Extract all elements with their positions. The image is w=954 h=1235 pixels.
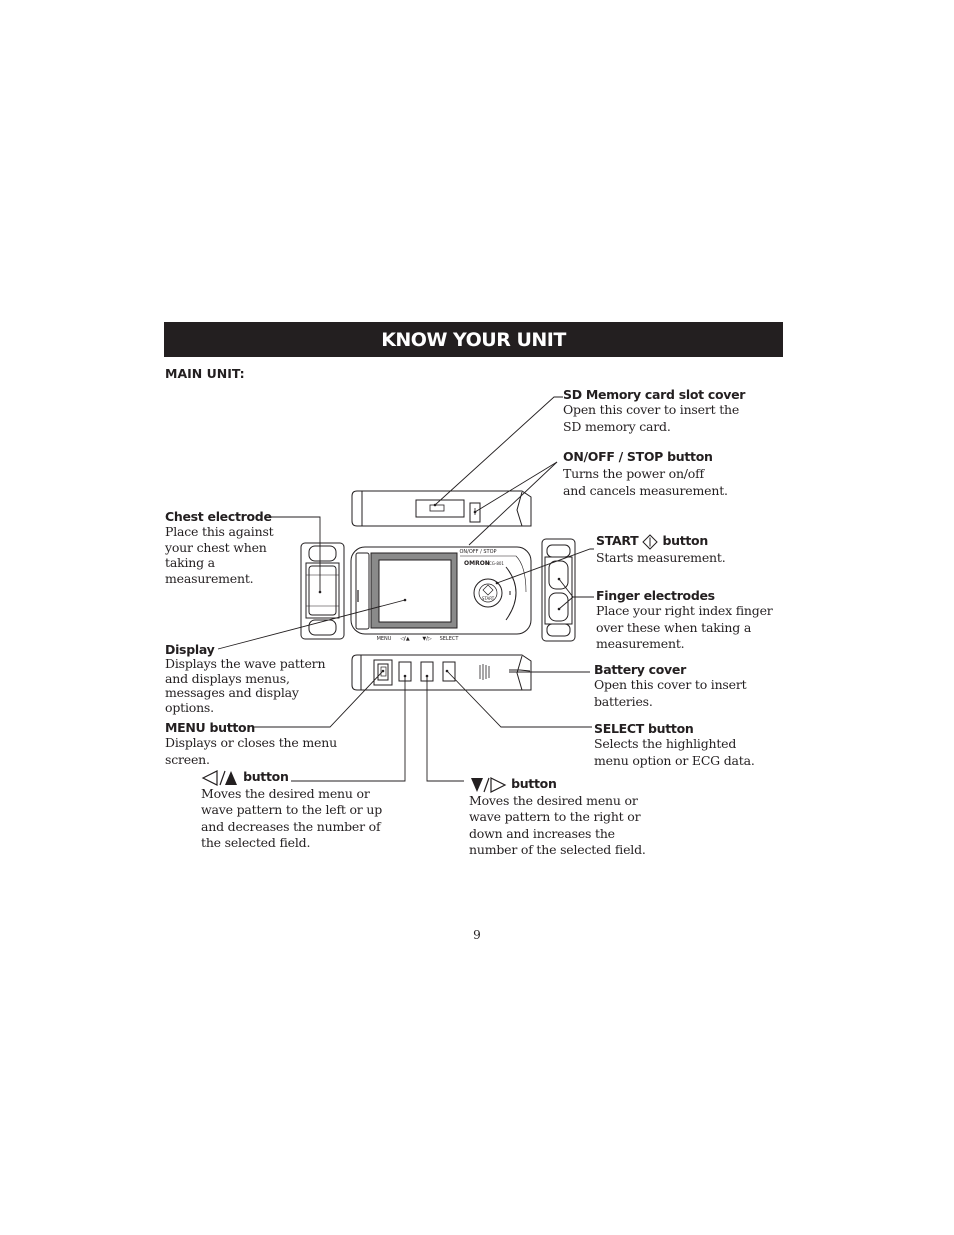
callout-desc: Place your right index finger over these… bbox=[596, 603, 773, 651]
device-model: HCG-801 bbox=[486, 561, 504, 566]
callout-desc: Displays the wave pattern and displays m… bbox=[165, 656, 326, 715]
front-view-device bbox=[350, 546, 532, 635]
callout-battery-cover: Battery cover Open this cover to insert … bbox=[594, 662, 794, 710]
display-screen bbox=[378, 559, 452, 623]
callout-desc: Starts measurement. bbox=[596, 549, 726, 565]
down-right-button-shape bbox=[420, 661, 434, 682]
select-button-shape bbox=[442, 661, 456, 682]
callout-desc: Moves the desired menu or wave pattern t… bbox=[469, 792, 646, 858]
start-title-suffix: button bbox=[662, 533, 708, 548]
callout-desc: Place this against your chest when takin… bbox=[165, 524, 274, 586]
callout-chest-electrode: Chest electrode Place this against your … bbox=[165, 509, 305, 586]
onoff-stop-button bbox=[469, 502, 481, 523]
callout-title: button bbox=[201, 769, 401, 786]
callout-desc: Turns the power on/off and cancels measu… bbox=[563, 466, 728, 498]
callout-desc: Open this cover to insert the SD memory … bbox=[563, 402, 740, 434]
left-up-arrow-icon bbox=[201, 769, 237, 786]
callout-title: Battery cover bbox=[594, 662, 686, 677]
start-leader bbox=[496, 548, 594, 584]
finger-leader-b bbox=[558, 596, 574, 610]
callout-display: Display Displays the wave pattern and di… bbox=[165, 642, 345, 715]
page-title-banner: KNOW YOUR UNIT bbox=[164, 322, 783, 357]
chest-electrode-side bbox=[300, 542, 345, 640]
callout-onoff-stop: ON/OFF / STOP button Turns the power on/… bbox=[563, 449, 733, 499]
device-menu-label: MENU bbox=[377, 636, 392, 642]
callout-desc: Open this cover to insert batteries. bbox=[594, 677, 747, 709]
section-label: MAIN UNIT: bbox=[165, 366, 245, 381]
device-select-label: SELECT bbox=[440, 636, 460, 642]
start-button bbox=[473, 578, 503, 608]
callout-desc: Moves the desired menu or wave pattern t… bbox=[201, 785, 382, 851]
callout-title: START button bbox=[596, 533, 796, 550]
device-start-label: START bbox=[482, 596, 495, 601]
start-title-text: START bbox=[596, 533, 639, 548]
select-leader bbox=[446, 670, 592, 728]
downright-title-suffix: button bbox=[511, 776, 557, 791]
top-view-device bbox=[351, 490, 532, 527]
battery-leader-stub bbox=[509, 669, 531, 672]
callout-menu-button: MENU button Displays or closes the menu … bbox=[165, 720, 375, 768]
bottom-view-device bbox=[351, 654, 532, 691]
downright-leader bbox=[426, 676, 464, 782]
device-leftup-label: ◁/▲ bbox=[400, 636, 410, 642]
callout-title: MENU button bbox=[165, 720, 255, 735]
callout-sd-card: SD Memory card slot cover Open this cove… bbox=[563, 387, 763, 435]
callout-down-right-button: button Moves the desired menu or wave pa… bbox=[469, 776, 669, 859]
left-up-button-shape bbox=[398, 661, 412, 682]
callout-finger-electrodes: Finger electrodes Place your right index… bbox=[596, 588, 796, 653]
callout-desc: Displays or closes the menu screen. bbox=[165, 735, 337, 767]
device-top-label: ON/OFF / STOP bbox=[459, 549, 496, 555]
sd-leader bbox=[434, 396, 563, 506]
finger-electrodes-side bbox=[541, 538, 576, 642]
device-brand: OMRON bbox=[464, 560, 490, 567]
callout-title: SD Memory card slot cover bbox=[563, 387, 746, 402]
sd-card-slot-cover bbox=[415, 499, 465, 518]
callout-title: SELECT button bbox=[594, 721, 694, 736]
leftup-title-suffix: button bbox=[243, 769, 289, 784]
callout-title: Finger electrodes bbox=[596, 588, 715, 603]
battery-cover-grip bbox=[479, 664, 490, 680]
start-diamond-icon bbox=[642, 533, 659, 550]
finger-electrode-lower bbox=[548, 592, 569, 622]
page-number: 9 bbox=[473, 928, 481, 942]
callout-title: Display bbox=[165, 642, 215, 657]
callout-title: button bbox=[469, 776, 669, 793]
down-right-arrow-icon bbox=[471, 776, 507, 793]
callout-title: Chest electrode bbox=[165, 509, 272, 524]
callout-title: ON/OFF / STOP button bbox=[563, 449, 713, 464]
chest-electrode bbox=[308, 565, 337, 616]
page-title: KNOW YOUR UNIT bbox=[381, 328, 566, 351]
callout-left-up-button: button Moves the desired menu or wave pa… bbox=[201, 769, 401, 852]
finger-electrode-upper bbox=[548, 560, 569, 590]
callout-select-button: SELECT button Selects the highlighted me… bbox=[594, 721, 784, 769]
finger-leader-a bbox=[558, 578, 594, 598]
callout-desc: Selects the highlighted menu option or E… bbox=[594, 736, 755, 768]
onoff-leader-1 bbox=[474, 461, 558, 513]
menu-button-shape bbox=[377, 663, 389, 681]
device-downright-label: ▼/▷ bbox=[422, 636, 432, 642]
onoff-leader-2 bbox=[468, 461, 558, 546]
callout-start: START button Starts measurement. bbox=[596, 533, 796, 566]
